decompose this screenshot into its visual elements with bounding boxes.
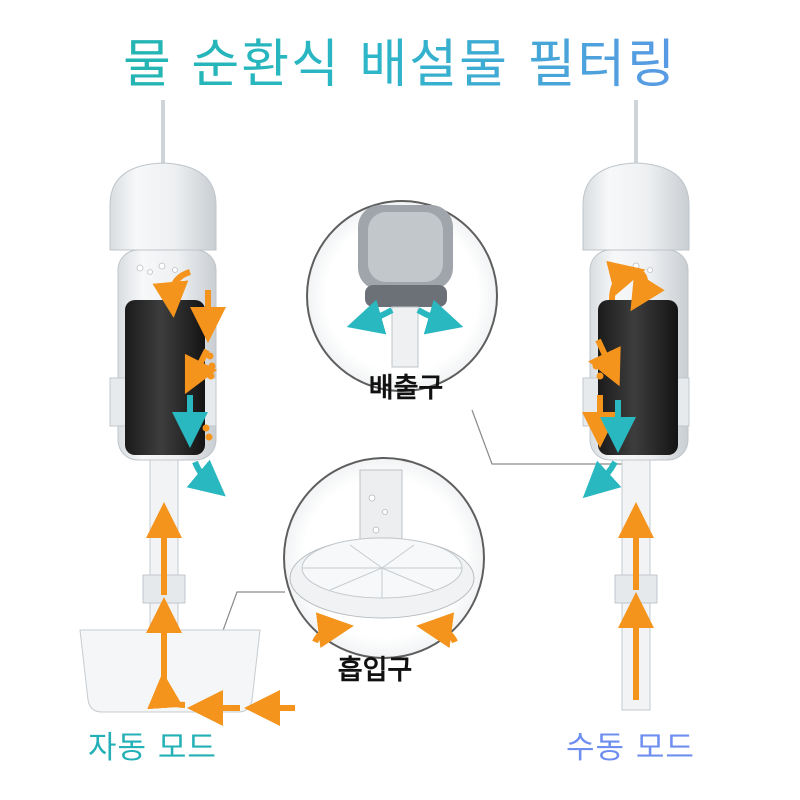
page-title: 물 순환식 배설물 필터링 xyxy=(0,22,800,97)
manual-mode-label: 수동 모드 xyxy=(566,730,695,766)
outlet-magnifier xyxy=(306,200,498,392)
outlet-label: 배출구 xyxy=(368,373,444,404)
inlet-label: 흡입구 xyxy=(337,655,413,686)
auto-mode-label: 자동 모드 xyxy=(88,730,217,766)
auto-mode-filter xyxy=(79,100,295,726)
inlet-magnifier xyxy=(283,457,485,659)
manual-mode-filter xyxy=(582,100,690,711)
